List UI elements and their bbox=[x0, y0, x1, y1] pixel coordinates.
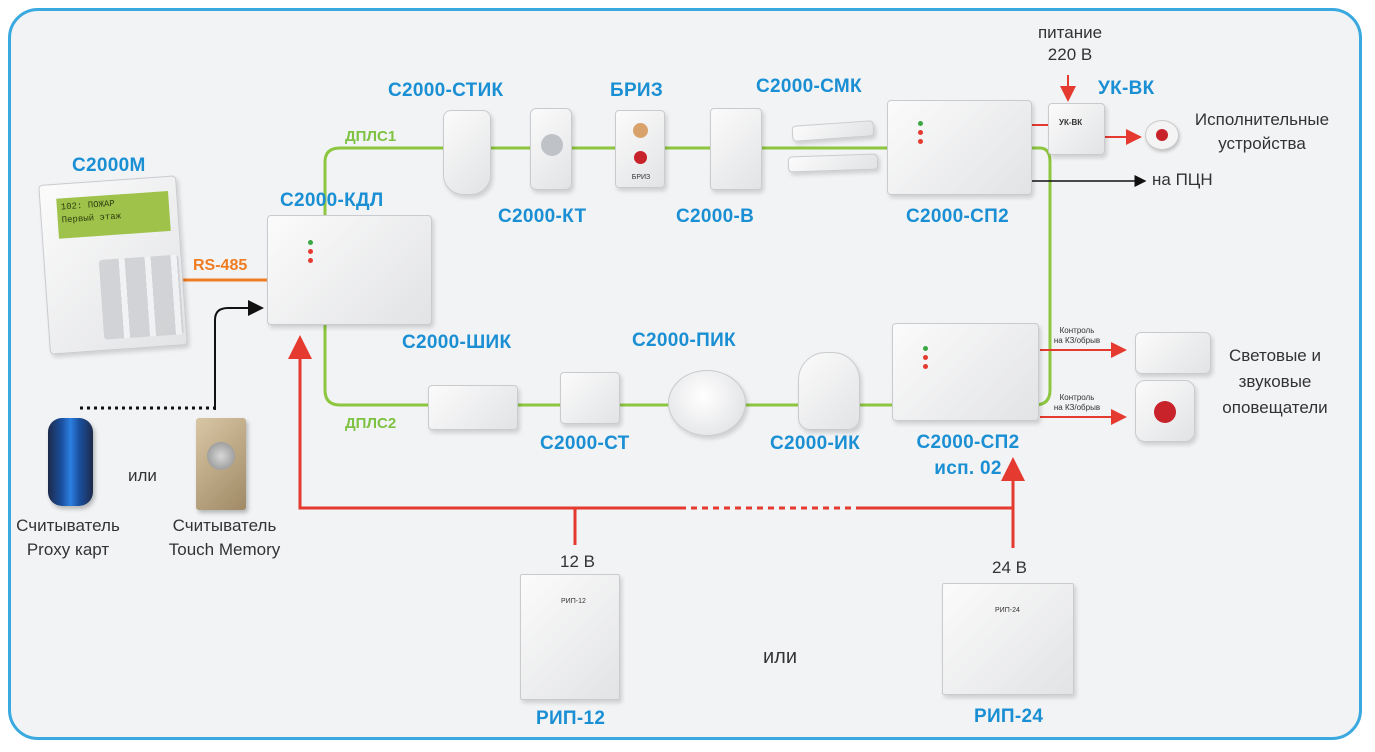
label-pik: С2000-ПИК bbox=[632, 330, 736, 351]
sp2-bottom-device bbox=[892, 323, 1039, 421]
shik-device bbox=[428, 385, 518, 430]
label-keypad: С2000М bbox=[72, 155, 146, 176]
label-or-psu: или bbox=[763, 646, 798, 668]
light-annunciator-device bbox=[1135, 332, 1211, 374]
label-actuators-line1: Исполнительные bbox=[1194, 110, 1330, 129]
label-reader-tm: Считыватель Touch Memory bbox=[152, 514, 297, 562]
rip24-device: РИП-24 bbox=[942, 583, 1074, 695]
kdl-device bbox=[267, 215, 432, 325]
label-reader-proxy-line2: Proxy карт bbox=[26, 540, 110, 559]
label-control-1-line2: на КЗ/обрыв bbox=[1053, 336, 1101, 345]
actuator-device bbox=[1145, 120, 1179, 150]
label-ik: С2000-ИК bbox=[770, 433, 860, 454]
label-pcn: на ПЦН bbox=[1152, 170, 1213, 189]
label-control-2-line2: на КЗ/обрыв bbox=[1053, 403, 1101, 412]
sp2-top-device bbox=[887, 100, 1032, 195]
label-24v: 24 В bbox=[992, 558, 1027, 577]
label-rip12: РИП-12 bbox=[536, 708, 606, 729]
label-shik: С2000-ШИК bbox=[402, 332, 512, 353]
label-reader-tm-line1: Считыватель bbox=[172, 516, 277, 535]
label-or-readers: или bbox=[128, 466, 157, 485]
kt-device bbox=[530, 108, 572, 190]
label-actuators: Исполнительные устройства bbox=[1178, 108, 1346, 156]
rip12-plate: РИП-12 bbox=[561, 598, 586, 605]
dpls1-line bbox=[323, 146, 1052, 407]
label-power: питание 220 В bbox=[1020, 22, 1120, 66]
label-briz: БРИЗ bbox=[610, 80, 664, 101]
label-kdl: С2000-КДЛ bbox=[280, 190, 384, 211]
label-v: С2000-В bbox=[676, 206, 755, 227]
label-rip24: РИП-24 bbox=[974, 706, 1044, 727]
label-dpls1: ДПЛС1 bbox=[345, 128, 397, 145]
briz-device: БРИЗ bbox=[615, 110, 665, 188]
label-kt: С2000-КТ bbox=[498, 206, 587, 227]
label-sp2-bottom-line2: исп. 02 bbox=[934, 458, 1002, 479]
label-stik: С2000-СТИК bbox=[388, 80, 504, 101]
st-device bbox=[560, 372, 620, 424]
keypad-buttons bbox=[98, 254, 185, 340]
label-reader-tm-line2: Touch Memory bbox=[168, 540, 281, 559]
label-ukvk: УК-ВК bbox=[1098, 78, 1155, 99]
label-sp2-top: С2000-СП2 bbox=[906, 206, 1009, 227]
reader-bus bbox=[214, 300, 264, 410]
label-annunciators-line1: Световые и bbox=[1229, 346, 1321, 365]
label-power-line2: 220 В bbox=[1047, 45, 1093, 64]
v-device bbox=[710, 108, 762, 190]
label-st: С2000-СТ bbox=[540, 433, 630, 454]
label-reader-proxy-line1: Считыватель bbox=[16, 516, 120, 535]
label-power-line1: питание bbox=[1037, 23, 1103, 42]
label-dpls2: ДПЛС2 bbox=[345, 415, 397, 432]
proxy-reader-device bbox=[48, 418, 93, 506]
label-12v: 12 В bbox=[560, 552, 595, 571]
dpls2-line bbox=[323, 325, 900, 407]
ukvk-device: УК-ВК bbox=[1048, 103, 1105, 155]
label-sp2-bottom: С2000-СП2 исп. 02 bbox=[893, 430, 1043, 482]
touch-memory-reader-device bbox=[196, 418, 246, 510]
label-annunciators-line2: звуковые bbox=[1238, 372, 1312, 391]
label-rs485: RS-485 bbox=[193, 257, 248, 274]
label-sp2-bottom-line1: С2000-СП2 bbox=[916, 432, 1020, 453]
label-control-2-line1: Контроль bbox=[1059, 393, 1095, 402]
briz-plate: БРИЗ bbox=[631, 174, 651, 181]
smk-device-2 bbox=[787, 153, 879, 173]
label-control-2: Контроль на КЗ/обрыв bbox=[1042, 393, 1112, 413]
ik-device bbox=[798, 352, 860, 430]
rip12-device: РИП-12 bbox=[520, 574, 620, 700]
label-annunciators: Световые и звуковые оповещатели bbox=[1205, 343, 1345, 421]
stik-device bbox=[443, 110, 491, 195]
label-smk: С2000-СМК bbox=[756, 76, 862, 97]
sound-annunciator-device bbox=[1135, 380, 1195, 442]
keypad-display: 102: ПОЖАР Первый этаж bbox=[56, 190, 171, 239]
keypad-device: 102: ПОЖАР Первый этаж bbox=[38, 175, 188, 355]
label-control-1-line1: Контроль bbox=[1059, 326, 1095, 335]
label-annunciators-line3: оповещатели bbox=[1222, 398, 1328, 417]
label-control-1: Контроль на КЗ/обрыв bbox=[1042, 326, 1112, 346]
label-actuators-line2: устройства bbox=[1218, 134, 1306, 153]
pik-device bbox=[668, 370, 746, 436]
label-reader-proxy: Считыватель Proxy карт bbox=[8, 514, 128, 562]
rip24-plate: РИП-24 bbox=[995, 607, 1020, 614]
ukvk-plate: УК-ВК bbox=[1059, 118, 1083, 127]
